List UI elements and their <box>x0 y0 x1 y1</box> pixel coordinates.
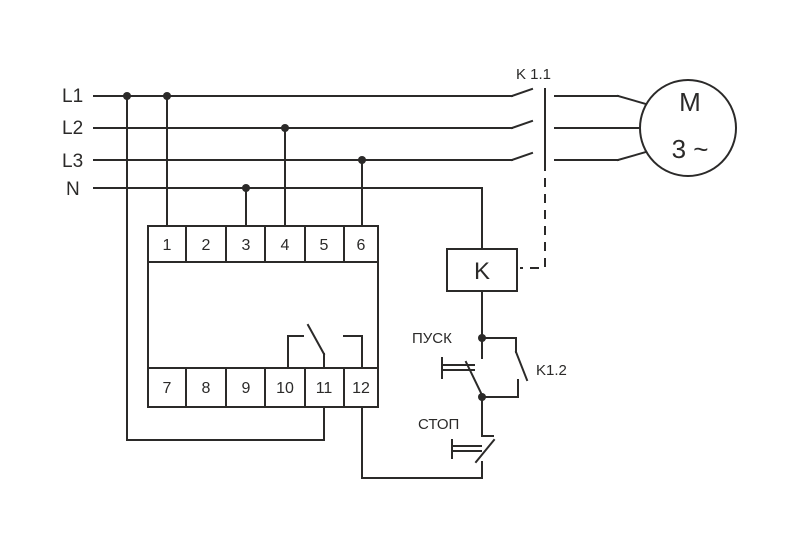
motor-letter: M <box>679 87 701 117</box>
start-label: ПУСК <box>412 330 452 347</box>
supply-lines <box>93 95 513 189</box>
terminal-9: 9 <box>242 380 251 397</box>
stop-label: СТОП <box>418 416 459 433</box>
terminal-11: 11 <box>316 380 333 397</box>
line-label-l3: L3 <box>62 151 83 172</box>
contactor-main-label: K 1.1 <box>516 66 551 83</box>
terminal-7: 7 <box>163 380 172 397</box>
aux-contact-label: K1.2 <box>536 362 567 379</box>
terminal-wires <box>126 95 483 479</box>
line-label-l2: L2 <box>62 118 83 139</box>
junction-dots <box>123 92 486 401</box>
relay-internal-contact <box>287 323 363 369</box>
motor: M 3 ~ <box>639 79 737 177</box>
mechanical-link <box>520 162 546 269</box>
terminal-12: 12 <box>352 380 370 397</box>
terminal-6: 6 <box>357 237 366 254</box>
aux-contact <box>481 337 529 398</box>
coil-label: K <box>474 258 490 285</box>
line-label-n: N <box>66 179 80 200</box>
terminal-3: 3 <box>242 237 251 254</box>
terminal-8: 8 <box>202 380 211 397</box>
terminal-2: 2 <box>202 237 211 254</box>
terminal-4: 4 <box>281 237 290 254</box>
stop-button <box>451 396 496 464</box>
terminal-5: 5 <box>320 237 329 254</box>
contactor-main-contacts <box>510 87 648 163</box>
relay-block <box>147 225 379 408</box>
terminal-1: 1 <box>163 237 172 254</box>
terminal-10: 10 <box>276 380 294 397</box>
motor-phase: 3 ~ <box>672 134 709 164</box>
line-label-l1: L1 <box>62 86 83 107</box>
